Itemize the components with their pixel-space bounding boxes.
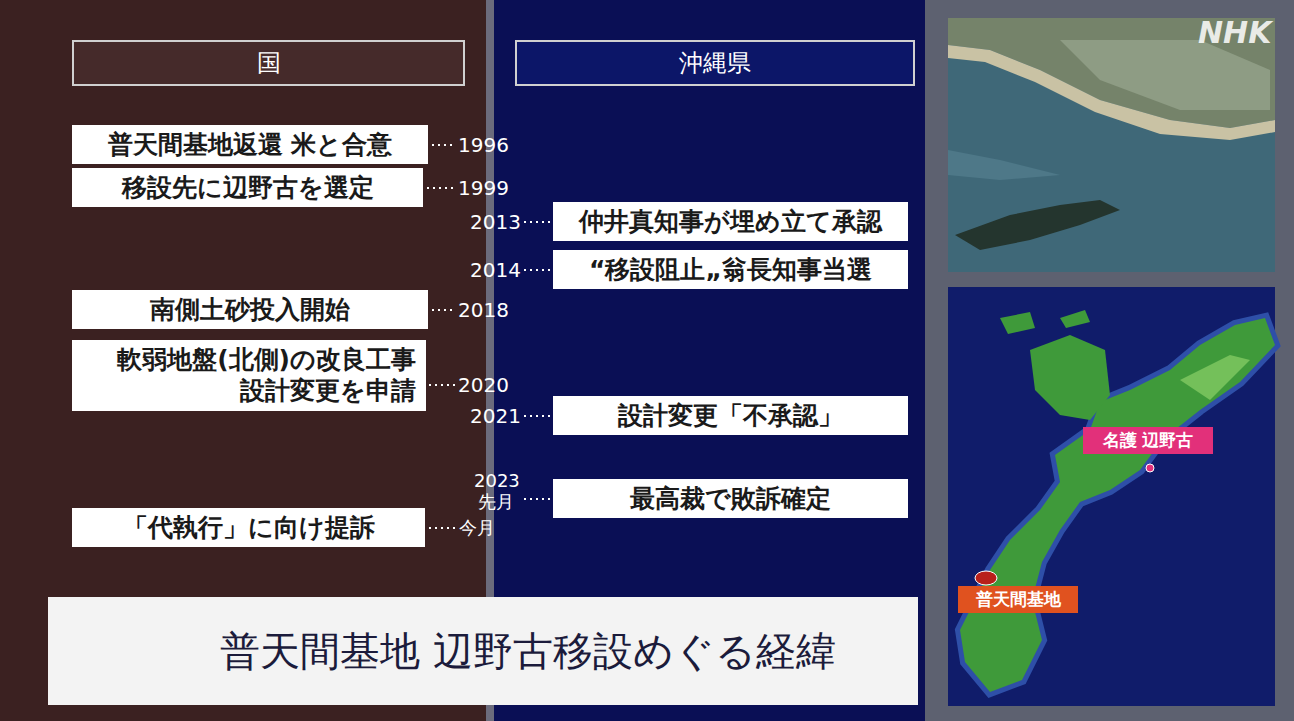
year-label: 1999 bbox=[458, 177, 509, 199]
year-label: 1996 bbox=[458, 134, 509, 156]
event-box: 普天間基地返還 米と合意 bbox=[72, 125, 428, 164]
column-header: 沖縄県 bbox=[515, 40, 915, 86]
node-text: 沖縄県 bbox=[679, 48, 751, 78]
aerial-photo bbox=[948, 18, 1275, 272]
okinawa-map bbox=[948, 287, 1275, 706]
node-text: 移設先に辺野古を選定 bbox=[122, 172, 374, 203]
year-label: 先月 bbox=[478, 492, 514, 512]
title: 普天間基地 辺野古移設めぐる経緯 bbox=[220, 624, 836, 679]
event-box: 仲井真知事が埋め立て承認 bbox=[553, 202, 908, 241]
leader-dots bbox=[427, 145, 550, 528]
node-text: “移設阻止„翁長知事当選 bbox=[589, 254, 872, 285]
event-box: “移設阻止„翁長知事当選 bbox=[553, 250, 908, 289]
event-box: 「代執行」に向け提訴 bbox=[72, 508, 425, 547]
year-label: 2018 bbox=[458, 299, 509, 321]
event-box: 軟弱地盤(北側)の改良工事 設計変更を申請 bbox=[72, 340, 426, 411]
picture-column bbox=[925, 0, 1294, 721]
year-label: 2014 bbox=[470, 259, 521, 281]
node-text: 国 bbox=[257, 48, 281, 78]
watermark: NHK bbox=[1198, 16, 1271, 49]
year-label: 2021 bbox=[470, 405, 521, 427]
node-text: 仲井真知事が埋め立て承認 bbox=[579, 206, 882, 237]
node-text: 最高裁で敗訴確定 bbox=[630, 483, 831, 514]
year-label: 2023 bbox=[474, 471, 520, 491]
year-label: 2020 bbox=[458, 374, 509, 396]
node-text: 普天間基地返還 米と合意 bbox=[108, 129, 393, 160]
title-banner: 普天間基地 辺野古移設めぐる経緯 bbox=[48, 597, 918, 705]
node-text: 設計変更「不承認」 bbox=[618, 400, 843, 431]
year-label: 2013 bbox=[470, 211, 521, 233]
map-label-box: 名護 辺野古 bbox=[1083, 427, 1213, 454]
node-text: 南側土砂投入開始 bbox=[150, 294, 350, 325]
node-text: 名護 辺野古 bbox=[1103, 430, 1194, 451]
event-box: 設計変更「不承認」 bbox=[553, 396, 908, 435]
node-text: 「代執行」に向け提訴 bbox=[123, 512, 375, 543]
event-box: 移設先に辺野古を選定 bbox=[72, 168, 423, 207]
event-box: 最高裁で敗訴確定 bbox=[553, 479, 908, 518]
column-header: 国 bbox=[72, 40, 465, 86]
year-label: 今月 bbox=[459, 518, 495, 538]
map-label-box: 普天間基地 bbox=[958, 586, 1078, 613]
node-text: 軟弱地盤(北側)の改良工事 設計変更を申請 bbox=[82, 344, 416, 407]
node-text: 普天間基地 bbox=[976, 589, 1061, 610]
event-box: 南側土砂投入開始 bbox=[72, 290, 428, 329]
